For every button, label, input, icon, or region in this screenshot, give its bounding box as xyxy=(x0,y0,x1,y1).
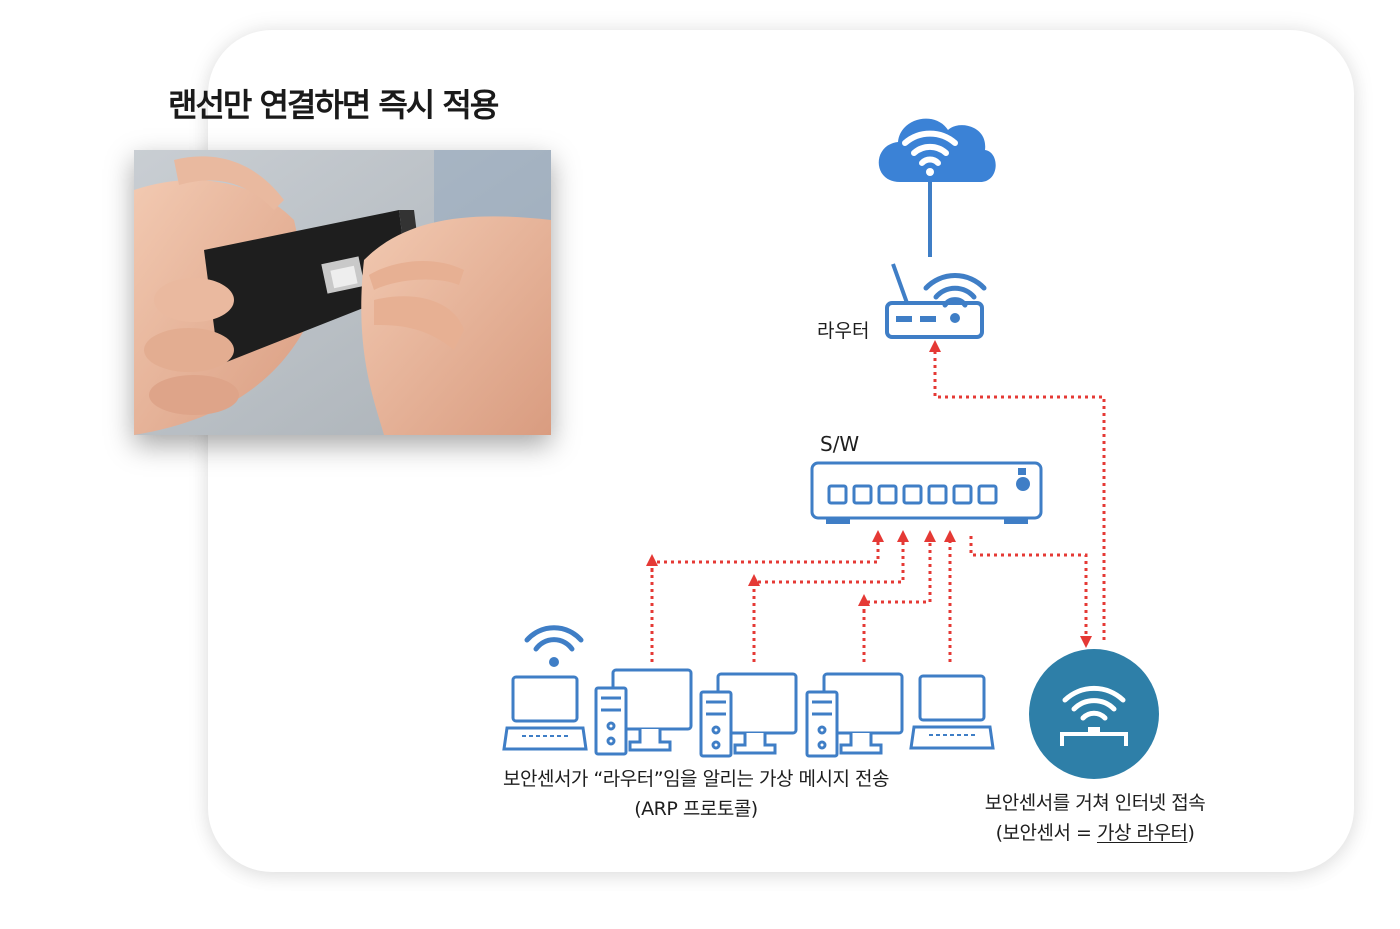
sensor-caption-suffix: ) xyxy=(1187,822,1195,844)
desktop-pc-1 xyxy=(594,668,693,756)
desktop-pc-2 xyxy=(699,672,798,758)
cloud-wifi-icon xyxy=(878,118,996,182)
desktop-pc-3 xyxy=(805,672,904,758)
arp-caption-line1: 보안센서가 “라우터”임을 알리는 가상 메시지 전송 xyxy=(503,768,890,790)
security-sensor-wifi-icon xyxy=(1029,649,1159,779)
sensor-caption-prefix: (보안센서 = xyxy=(995,822,1097,844)
virtual-router-emphasis: 가상 라우터 xyxy=(1096,822,1188,844)
product-photo xyxy=(134,150,551,435)
switch-label: S/W xyxy=(820,432,860,456)
laptop-device xyxy=(909,674,995,750)
headline: 랜선만 연결하면 즉시 적용 xyxy=(168,86,499,124)
arp-caption: 보안센서가 “라우터”임을 알리는 가상 메시지 전송 (ARP 프로토콜) xyxy=(486,764,906,824)
wifi-router-icon xyxy=(885,263,987,339)
sensor-caption-line2: (보안센서 = 가상 라우터) xyxy=(970,818,1220,848)
network-switch-icon xyxy=(810,461,1043,524)
hands-plugging-cable-icon xyxy=(134,150,551,435)
arp-traffic-arrows xyxy=(646,340,1106,662)
sensor-caption: 보안센서를 거쳐 인터넷 접속 (보안센서 = 가상 라우터) xyxy=(970,788,1220,848)
arp-caption-line2: (ARP 프로토콜) xyxy=(634,798,758,820)
laptop-wifi-device xyxy=(502,625,588,751)
router-label: 라우터 xyxy=(817,320,870,342)
sensor-caption-line1: 보안센서를 거쳐 인터넷 접속 xyxy=(984,792,1206,814)
